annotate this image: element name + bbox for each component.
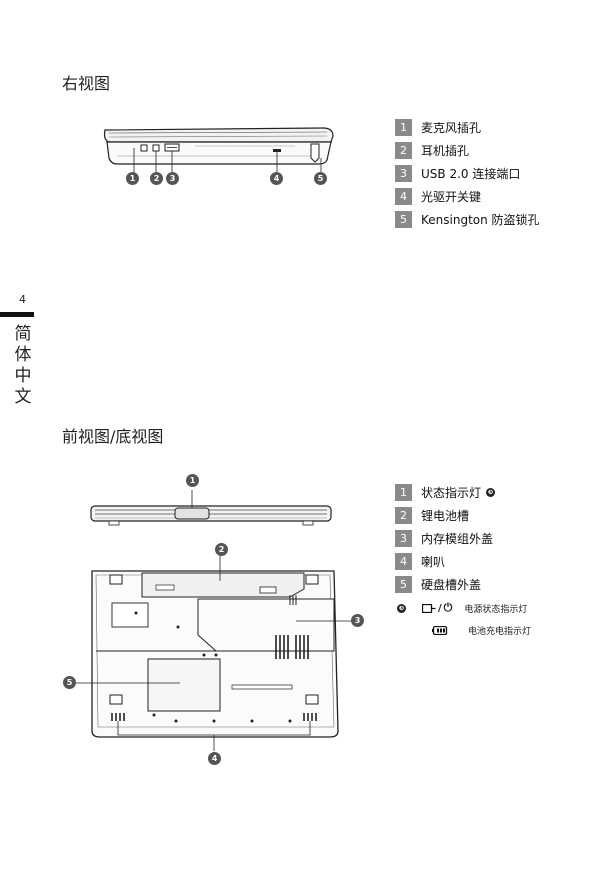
legend-item: 3 内存模组外盖 <box>395 529 495 547</box>
legend-label: 喇叭 <box>421 554 446 569</box>
legend-item: 4 喇叭 <box>395 552 495 570</box>
page-number: 4 <box>19 293 26 306</box>
legend-number: 1 <box>395 483 412 501</box>
legend-label: 麦克风插孔 <box>421 120 482 135</box>
legend-item: 1 麦克风插孔 <box>395 118 540 136</box>
legend-label: 耳机插孔 <box>421 143 470 158</box>
plug-icon <box>422 603 436 613</box>
bottom-view-illustration <box>74 555 356 751</box>
indicator-row-power: ❸ / ⏻ 电源状态指示灯 <box>397 601 531 615</box>
indicator-label-battery: 电池充电指示灯 <box>468 626 532 637</box>
callout-marker: 4 <box>270 172 283 185</box>
callout-marker: 3 <box>351 614 364 627</box>
legend-number: 4 <box>395 552 412 570</box>
legend-item: 2 锂电池槽 <box>395 506 495 524</box>
note-marker: ❸ <box>486 487 496 497</box>
callout-marker: 1 <box>126 172 139 185</box>
callout-marker: 3 <box>166 172 179 185</box>
legend-item: 3 USB 2.0 连接端口 <box>395 164 540 182</box>
legend-label: 锂电池槽 <box>421 508 470 523</box>
right-view-legend: 1 麦克风插孔 2 耳机插孔 3 USB 2.0 连接端口 4 光驱开关键 5 … <box>395 118 540 228</box>
legend-item: 4 光驱开关键 <box>395 187 540 205</box>
side-language-char: 中 <box>14 366 32 386</box>
legend-label: Kensington 防盗锁孔 <box>421 212 540 227</box>
legend-item: 5 硬盘槽外盖 <box>395 575 495 593</box>
callout-marker: 2 <box>215 543 228 556</box>
legend-number: 5 <box>395 575 412 593</box>
side-language-label: 简 体 中 文 <box>13 324 33 408</box>
legend-number: 1 <box>395 118 412 136</box>
legend-label: 内存模组外盖 <box>421 531 494 546</box>
legend-item: 5 Kensington 防盗锁孔 <box>395 210 540 228</box>
battery-icon <box>432 625 448 635</box>
note-marker: ❸ <box>397 603 406 613</box>
indicator-separator: / <box>438 602 442 614</box>
legend-number: 2 <box>395 141 412 159</box>
side-language-char: 简 <box>14 324 32 344</box>
side-language-char: 体 <box>14 345 32 365</box>
legend-label: 光驱开关键 <box>421 189 482 204</box>
indicator-label-power: 电源状态指示灯 <box>464 604 528 615</box>
legend-label: 硬盘槽外盖 <box>421 577 482 592</box>
side-tab-bar <box>0 312 34 317</box>
legend-number: 2 <box>395 506 412 524</box>
front-view-illustration <box>90 490 332 526</box>
legend-label: 状态指示灯 <box>421 485 482 500</box>
right-view-title: 右视图 <box>62 74 111 93</box>
callout-marker: 4 <box>208 752 221 765</box>
front-bottom-view-legend: 1 状态指示灯 ❸ 2 锂电池槽 3 内存模组外盖 4 喇叭 5 硬盘槽外盖 <box>395 483 496 593</box>
front-bottom-view-title: 前视图/底视图 <box>62 427 164 446</box>
legend-number: 5 <box>395 210 412 228</box>
legend-number: 4 <box>395 187 412 205</box>
callout-marker: 1 <box>186 474 199 487</box>
right-view-illustration <box>103 127 334 175</box>
callout-marker: 5 <box>63 676 76 689</box>
legend-number: 3 <box>395 164 412 182</box>
legend-item: 1 状态指示灯 ❸ <box>395 483 496 501</box>
indicator-note: ❸ / ⏻ 电源状态指示灯 电池充电指示灯 <box>397 601 531 637</box>
legend-item: 2 耳机插孔 <box>395 141 540 159</box>
legend-number: 3 <box>395 529 412 547</box>
side-language-char: 文 <box>14 387 32 407</box>
callout-marker: 2 <box>150 172 163 185</box>
power-icon: ⏻ <box>443 601 453 614</box>
legend-label: USB 2.0 连接端口 <box>421 166 521 181</box>
indicator-row-battery: 电池充电指示灯 <box>397 623 531 637</box>
callout-marker: 5 <box>314 172 327 185</box>
